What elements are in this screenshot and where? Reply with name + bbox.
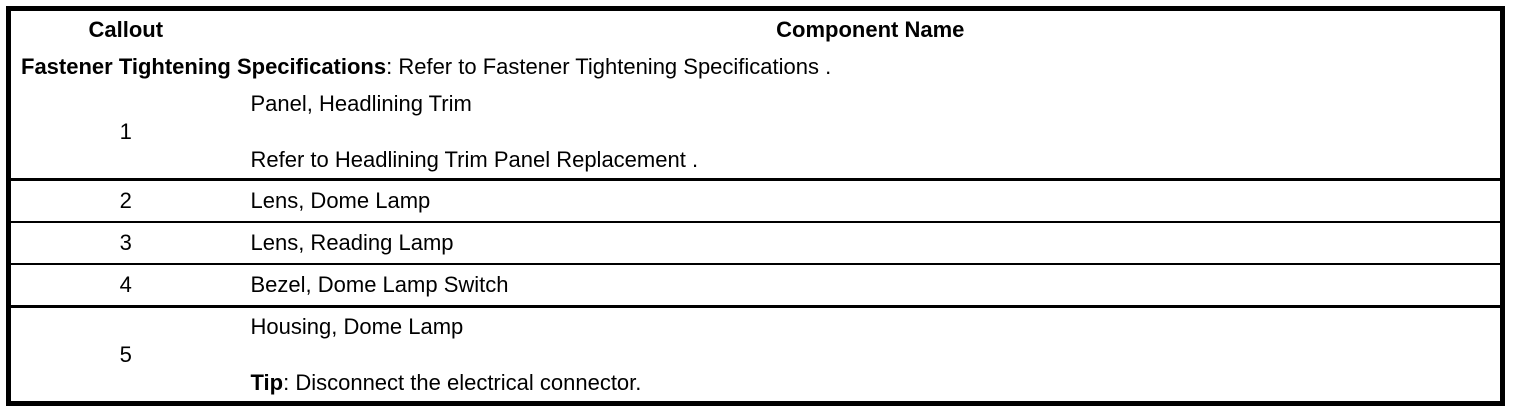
component-name-line: Lens, Reading Lamp <box>250 230 454 255</box>
column-header-component-name: Component Name <box>776 16 965 42</box>
component-name-line: Lens, Dome Lamp <box>250 188 431 213</box>
component-description: Panel, Headlining Trim Refer to Headlini… <box>240 85 1503 181</box>
component-tip-bold: Tip <box>250 369 284 395</box>
component-tip-line: Tip: Disconnect the electrical connector… <box>251 370 1501 396</box>
table-header: Callout Component Name <box>9 9 1503 49</box>
component-description: Housing, Dome Lamp Tip: Disconnect the e… <box>241 307 1503 404</box>
line-spacer <box>251 117 1501 147</box>
callout-number: 5 <box>119 341 132 367</box>
component-reference-text: Refer to Headlining Trim Panel Replaceme… <box>250 146 699 172</box>
table-row: 4 Bezel, Dome Lamp Switch <box>8 264 1503 308</box>
table-row: 2 Lens, Dome Lamp <box>8 179 1503 223</box>
table-body: Fastener Tightening Specifications: Refe… <box>8 48 1503 404</box>
fastener-spec-note-bold: Fastener Tightening Specifications <box>21 53 387 79</box>
line-spacer <box>251 340 1501 370</box>
table-row: 3 Lens, Reading Lamp <box>8 222 1503 265</box>
component-name-line: Bezel, Dome Lamp Switch <box>250 272 509 297</box>
component-description: Lens, Reading Lamp <box>240 222 1503 265</box>
fastener-spec-note-cell: Fastener Tightening Specifications: Refe… <box>9 48 1503 85</box>
callout-number: 3 <box>8 222 241 265</box>
callout-number: 4 <box>8 264 241 308</box>
component-reference-line: Refer to Headlining Trim Panel Replaceme… <box>251 147 1501 173</box>
table-row: 1 Panel, Headlining Trim Refer to Headli… <box>8 85 1503 181</box>
component-description: Lens, Dome Lamp <box>240 179 1503 223</box>
component-tip-text: : Disconnect the electrical connector. <box>283 369 642 395</box>
table-row: 5 Housing, Dome Lamp Tip: Disconnect the… <box>9 307 1503 404</box>
component-description: Bezel, Dome Lamp Switch <box>240 264 1503 308</box>
callout-number: 2 <box>8 179 241 223</box>
callout-number: 1 <box>8 85 241 181</box>
component-name-line: Panel, Headlining Trim <box>250 90 472 116</box>
component-callout-table: Callout Component Name Fastener Tighteni… <box>6 6 1505 406</box>
component-name-line: Housing, Dome Lamp <box>250 313 464 339</box>
header-row: Callout Component Name <box>9 9 1503 49</box>
column-header-callout: Callout <box>88 16 164 42</box>
fastener-spec-note-row: Fastener Tightening Specifications: Refe… <box>9 48 1503 85</box>
fastener-spec-note-rest: : Refer to Fastener Tightening Specifica… <box>386 53 832 79</box>
